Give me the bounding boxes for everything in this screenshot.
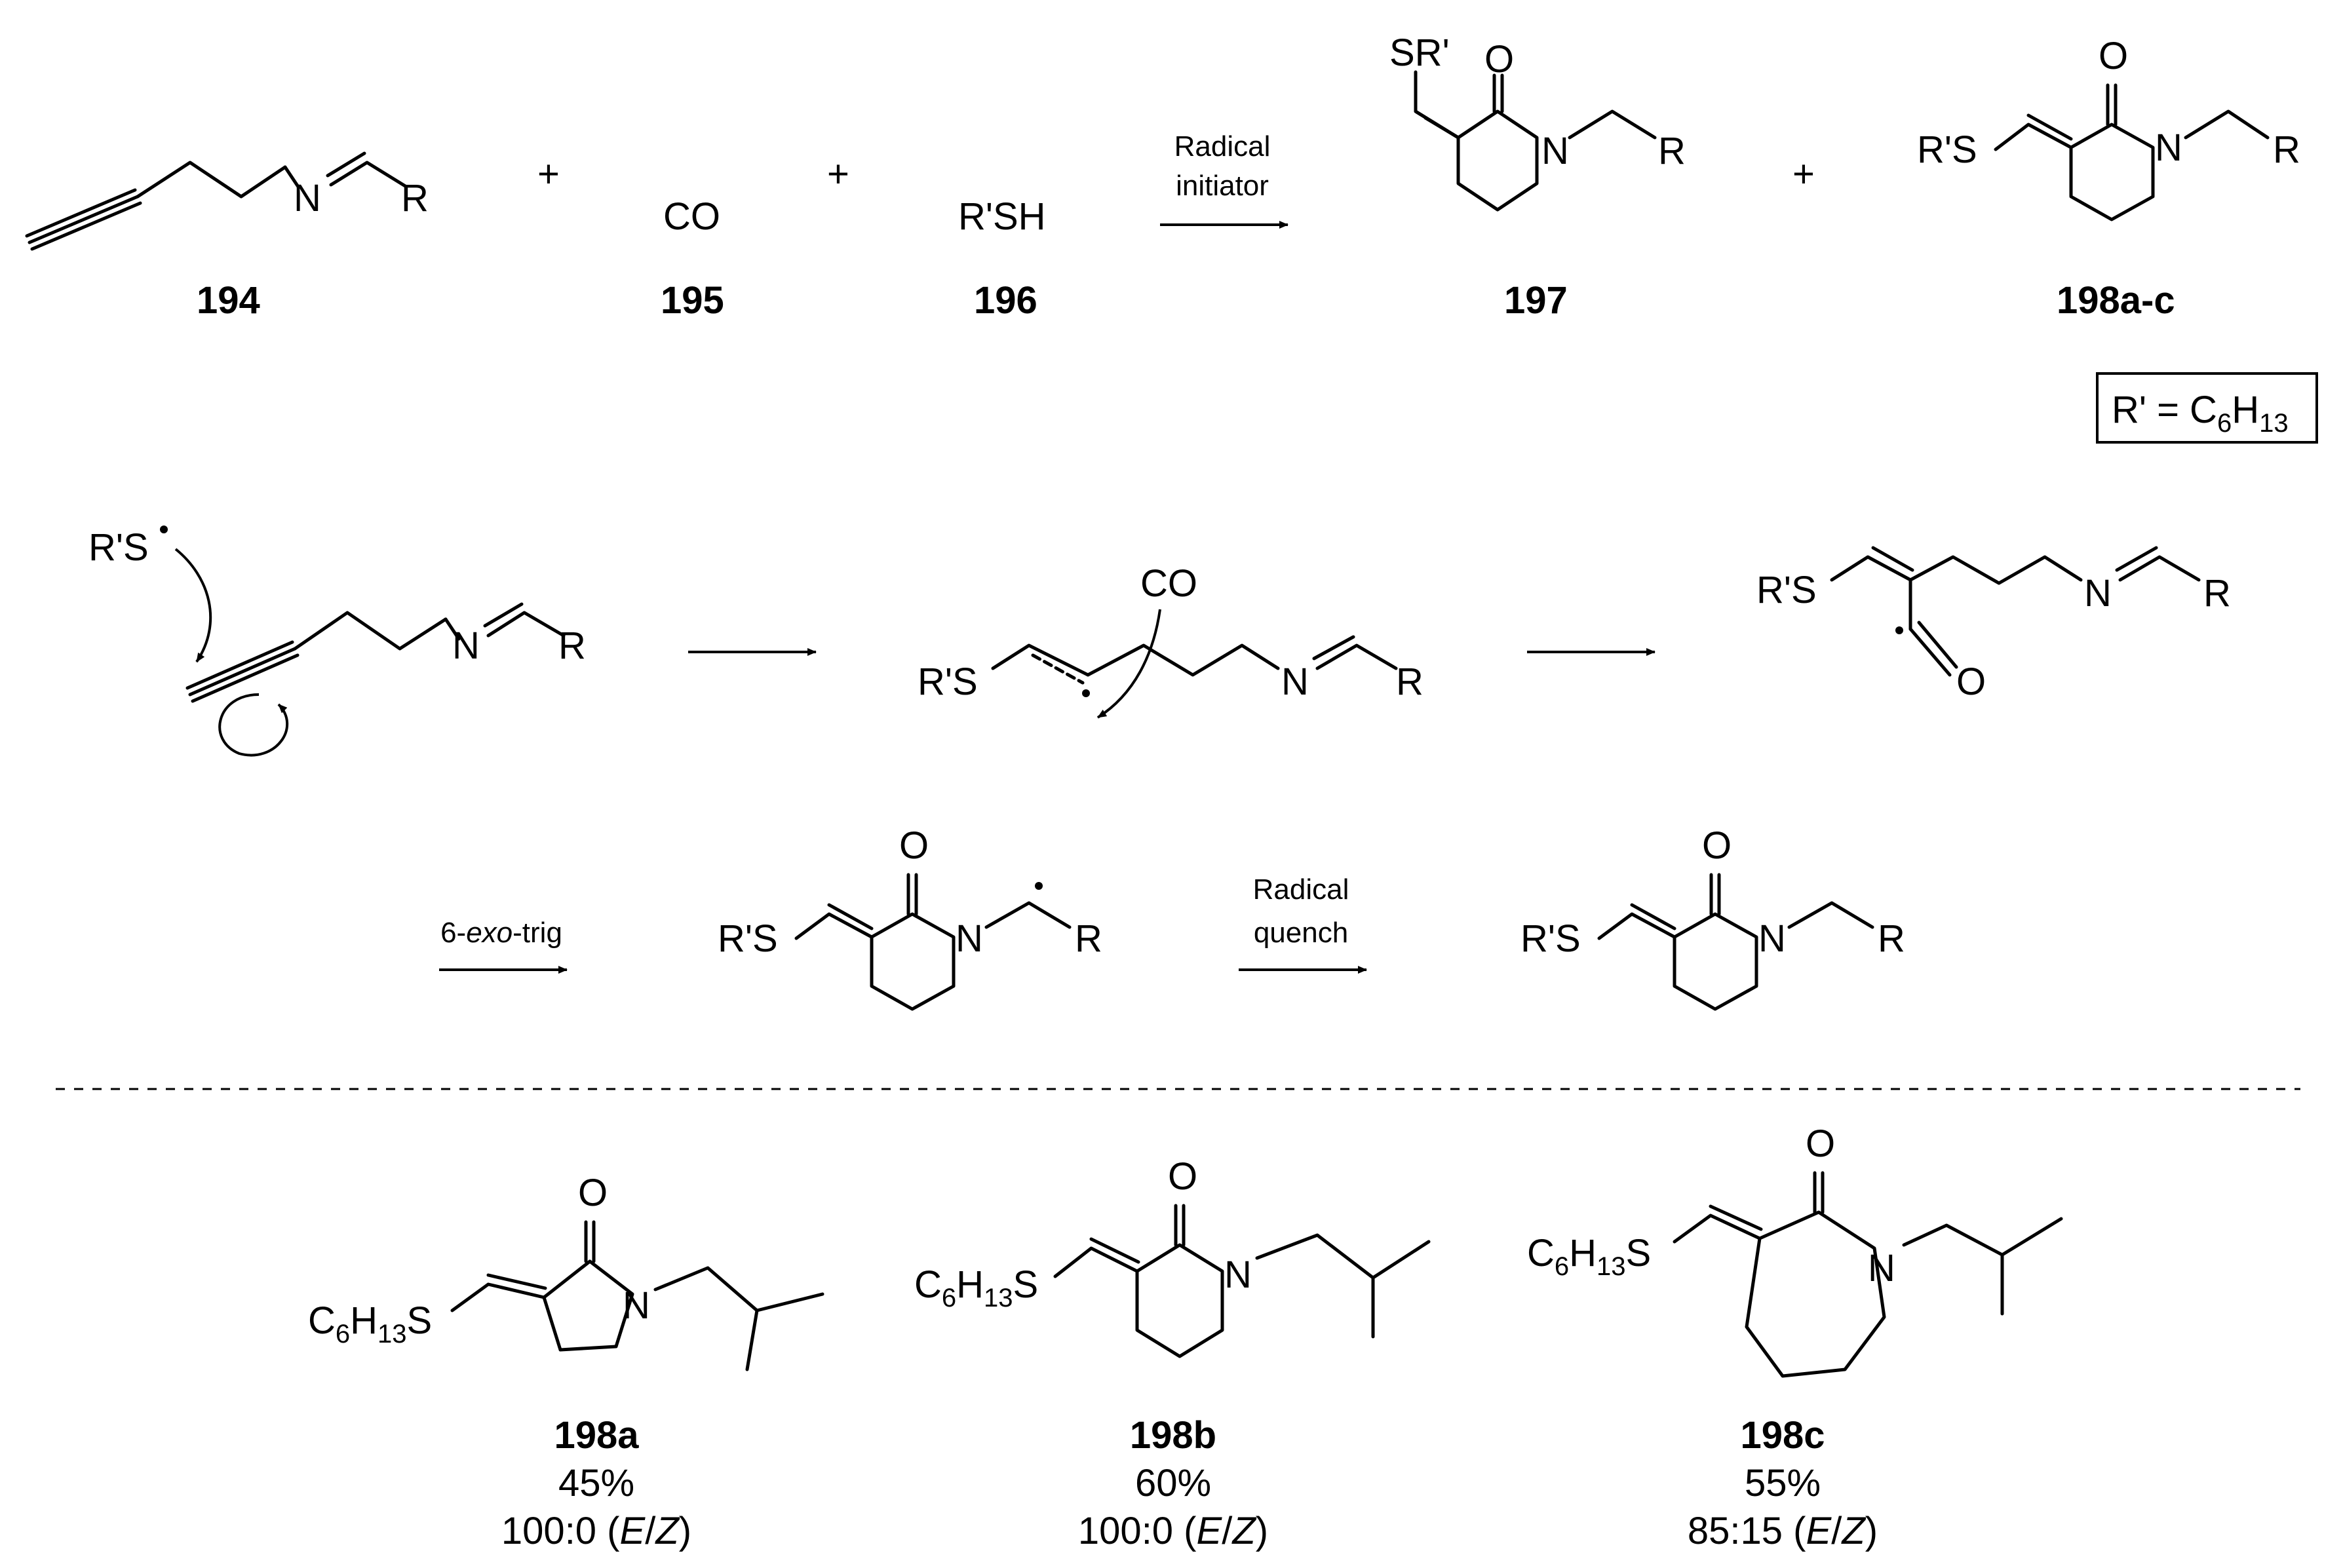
step-label-pre: 6- bbox=[440, 917, 466, 949]
atom-R: R bbox=[1658, 130, 1686, 172]
co-reagent: CO bbox=[663, 195, 720, 238]
atom-RS: R'S bbox=[918, 660, 978, 703]
atom-R: R bbox=[1075, 917, 1102, 960]
thiol-reagent: R'SH bbox=[958, 195, 1046, 238]
atom-O: O bbox=[1702, 824, 1732, 867]
thiyl-radical-addition: R'S N R bbox=[88, 526, 586, 757]
atom-R: R bbox=[2273, 128, 2300, 171]
atom-R: R bbox=[1396, 660, 1423, 703]
aminoalkyl-radical-intermediate: R'S O N R bbox=[718, 824, 1102, 1011]
svg-text:R' = C6H13: R' = C6H13 bbox=[2112, 389, 2289, 438]
atom-N: N bbox=[452, 624, 480, 667]
atom-N: N bbox=[1541, 130, 1569, 172]
vinyl-radical-intermediate: R'S N R CO bbox=[918, 562, 1423, 719]
atom-R: R bbox=[401, 177, 429, 220]
quench-label-line2: quench bbox=[1254, 917, 1348, 949]
atom-N: N bbox=[294, 177, 321, 220]
plus-sign: + bbox=[827, 153, 849, 195]
svg-text:6-exo-trig: 6-exo-trig bbox=[440, 917, 562, 949]
product-198a-name: 198a bbox=[554, 1414, 639, 1457]
svg-text:C6H13S: C6H13S bbox=[1527, 1232, 1651, 1281]
legend-mid: H bbox=[2232, 389, 2259, 431]
label-198a-c: 198a-c bbox=[2057, 279, 2175, 322]
arrow-label-line1: Radical bbox=[1174, 130, 1271, 163]
acyl-radical-intermediate: R'S N R O bbox=[1756, 546, 2231, 703]
compound-194-structure: N R bbox=[25, 151, 429, 251]
product-198c-structure: C6H13S O N bbox=[1527, 1122, 2063, 1378]
legend-sub2: 13 bbox=[2259, 409, 2289, 438]
product-198b-name: 198b bbox=[1130, 1414, 1216, 1457]
compound-198-structure: R'S O N R bbox=[1917, 35, 2300, 221]
plus-sign: + bbox=[537, 153, 560, 195]
legend-sub1: 6 bbox=[2217, 409, 2232, 438]
label-197: 197 bbox=[1504, 279, 1568, 322]
atom-RS: R'S bbox=[1917, 128, 1977, 171]
svg-text:100:0 (E/Z): 100:0 (E/Z) bbox=[501, 1510, 691, 1552]
product-198c-yield: 55% bbox=[1745, 1462, 1821, 1504]
quenched-product-structure: R'S O N R bbox=[1520, 824, 1905, 1011]
atom-R: R bbox=[2203, 572, 2231, 615]
atom-O: O bbox=[2099, 35, 2128, 77]
atom-O: O bbox=[1806, 1122, 1835, 1165]
atom-N: N bbox=[1758, 917, 1786, 960]
atom-O: O bbox=[578, 1172, 608, 1214]
atom-N: N bbox=[623, 1284, 650, 1327]
product-198b-structure: C6H13S O N bbox=[914, 1155, 1431, 1358]
label-195: 195 bbox=[661, 279, 724, 322]
plus-sign: + bbox=[1792, 153, 1815, 195]
atom-O: O bbox=[899, 824, 929, 867]
atom-RS: R'S bbox=[1756, 569, 1817, 611]
atom-RS: R'S bbox=[718, 917, 778, 960]
atom-N: N bbox=[956, 917, 983, 960]
label-194: 194 bbox=[197, 279, 260, 322]
svg-text:C6H13S: C6H13S bbox=[914, 1263, 1038, 1312]
atom-O: O bbox=[1168, 1155, 1197, 1198]
atom-N: N bbox=[2084, 572, 2112, 615]
atom-R: R bbox=[558, 624, 586, 667]
atom-N: N bbox=[1281, 660, 1309, 703]
atom-O: O bbox=[1484, 38, 1514, 81]
svg-text:100:0 (E/Z): 100:0 (E/Z) bbox=[1078, 1510, 1268, 1552]
atom-R: R bbox=[1878, 917, 1905, 960]
svg-text:C6H13S: C6H13S bbox=[308, 1299, 432, 1348]
step-label-post: -trig bbox=[513, 917, 562, 949]
compound-197-structure: SR' O N R bbox=[1389, 31, 1686, 212]
product-198a-yield: 45% bbox=[558, 1462, 634, 1504]
substituent-legend: R' = C6H13 bbox=[2096, 372, 2318, 444]
atom-RS-radical: R'S bbox=[88, 526, 149, 569]
atom-N: N bbox=[2155, 126, 2182, 169]
atom-O: O bbox=[1956, 660, 1986, 703]
atom-N: N bbox=[1224, 1253, 1252, 1296]
svg-text:85:15 (E/Z): 85:15 (E/Z) bbox=[1688, 1510, 1878, 1552]
product-198c-name: 198c bbox=[1740, 1414, 1825, 1457]
arrow-label-line2: initiator bbox=[1176, 170, 1269, 202]
label-196: 196 bbox=[974, 279, 1037, 322]
quench-label-line1: Radical bbox=[1253, 873, 1349, 906]
legend-prefix: R' = C bbox=[2112, 389, 2217, 431]
atom-N: N bbox=[1868, 1247, 1895, 1290]
product-198a-structure: C6H13S O N bbox=[308, 1172, 824, 1371]
atom-RS: R'S bbox=[1520, 917, 1581, 960]
atom-SR: SR' bbox=[1389, 31, 1450, 74]
product-198b-yield: 60% bbox=[1135, 1462, 1211, 1504]
co-label: CO bbox=[1140, 562, 1197, 605]
step-label-italic: exo bbox=[466, 917, 513, 949]
